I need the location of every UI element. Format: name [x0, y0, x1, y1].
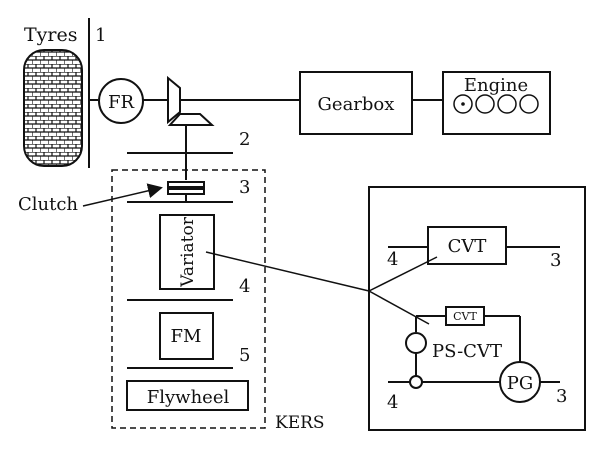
tyres-label: Tyres: [24, 24, 77, 46]
pg-label: PG: [507, 373, 534, 394]
inset-label-4-bottom: 4: [387, 392, 398, 413]
flywheel-label: Flywheel: [147, 387, 230, 408]
bevel-gear: [167, 75, 215, 126]
kers-label: KERS: [275, 413, 325, 433]
engine-box: [442, 71, 551, 135]
flywheel-box: [126, 380, 249, 411]
pscvt-small-circle: [405, 332, 427, 354]
clutch-label: Clutch: [18, 194, 78, 215]
engine-cylinders: [453, 94, 539, 114]
fm-box: [159, 312, 214, 360]
inset-label-3-top: 3: [550, 250, 561, 271]
label-1: 1: [95, 25, 106, 46]
label-3: 3: [239, 177, 250, 198]
kers-dashed-box: [111, 169, 266, 429]
pscvt-node-circle: [409, 375, 423, 389]
inset-label-3-bottom: 3: [556, 386, 567, 407]
cvt-box: [427, 226, 507, 265]
gearbox-box: [299, 71, 413, 135]
pointer-to-cvt: [368, 256, 438, 292]
variator-pointer-line: [205, 251, 370, 292]
fr-label: FR: [108, 92, 134, 113]
label-5: 5: [239, 345, 250, 366]
gearbox-label: Gearbox: [318, 94, 395, 115]
label-4: 4: [239, 276, 250, 297]
variator-label: Variator: [178, 216, 198, 288]
clutch-arrow: [82, 183, 163, 207]
clutch: [167, 181, 205, 195]
cvt-small-label: CVT: [453, 310, 477, 323]
inset-label-4-top: 4: [387, 249, 398, 270]
engine-label: Engine: [464, 75, 528, 96]
tyre: [23, 49, 83, 167]
cvt-label: CVT: [448, 236, 487, 257]
fm-label: FM: [171, 326, 202, 347]
variator-box: [159, 214, 215, 290]
label-2: 2: [239, 129, 250, 150]
pscvt-label: PS-CVT: [432, 341, 502, 362]
pointer-to-pscvt: [368, 290, 430, 325]
